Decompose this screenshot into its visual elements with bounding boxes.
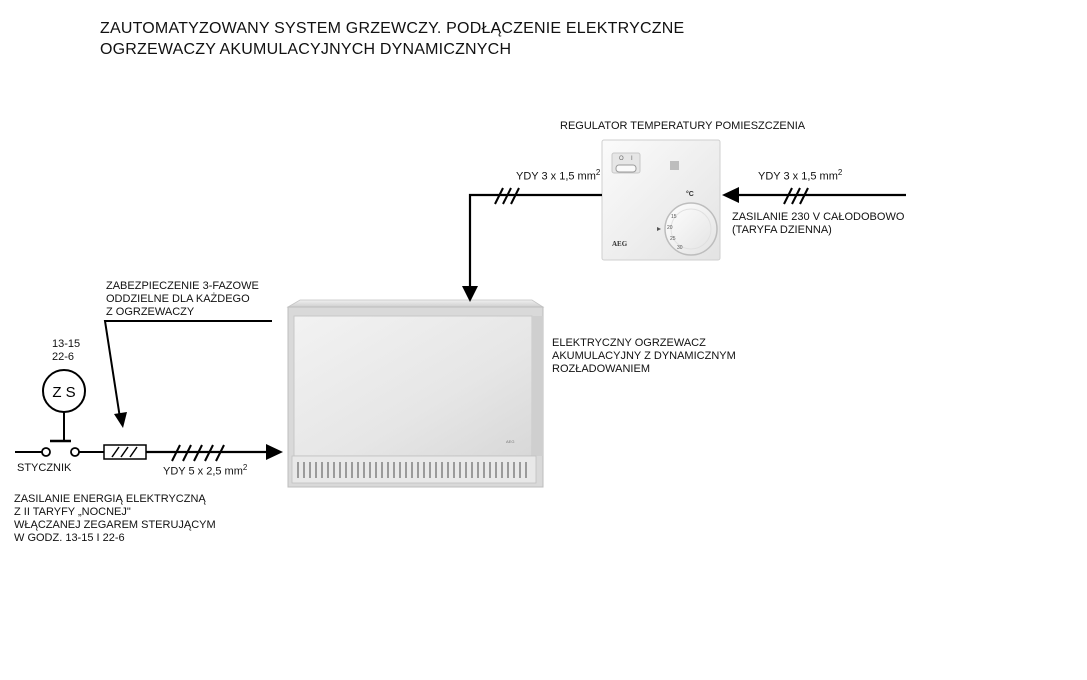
title-line-2: OGRZEWACZY AKUMULACYJNYCH DYNAMICZNYCH bbox=[100, 41, 512, 58]
arrow-to-heater-night-icon bbox=[266, 444, 283, 460]
svg-text:I: I bbox=[631, 156, 633, 162]
day-supply-line-1: ZASILANIE 230 V CAŁODOBOWO bbox=[732, 211, 905, 223]
timer-symbol: Z S bbox=[52, 384, 75, 401]
night-supply-label: ZASILANIE ENERGIĄ ELEKTRYCZNĄ Z II TARYF… bbox=[14, 493, 216, 545]
timer-clock: Z S bbox=[42, 369, 86, 413]
diagram-title: ZAUTOMATYZOWANY SYSTEM GRZEWCZY. PODŁĄCZ… bbox=[100, 18, 684, 60]
room-thermostat: O I 15 20 25 30 °C AEG bbox=[601, 139, 721, 261]
regulator-brand: AEG bbox=[612, 240, 628, 248]
dial-tick-20: 20 bbox=[667, 225, 673, 231]
dial-pointer-icon bbox=[657, 227, 661, 231]
protection-pointer bbox=[103, 320, 272, 419]
dial-tick-15: 15 bbox=[671, 214, 677, 220]
cable-label-text: YDY 3 x 1,5 mm bbox=[516, 170, 596, 183]
timer-time-1: 13-15 bbox=[52, 338, 81, 350]
protection-line-1: ZABEZPIECZENIE 3-FAZOWE bbox=[106, 280, 259, 292]
night-supply-line-2: Z II TARYFY „NOCNEJ" bbox=[14, 506, 131, 518]
title-line-1: ZAUTOMATYZOWANY SYSTEM GRZEWCZY. PODŁĄCZ… bbox=[100, 20, 685, 37]
heater-brand: AEG bbox=[506, 439, 514, 444]
cable-label-regulator-heater: YDY 3 x 1,5 mm2 bbox=[516, 166, 600, 184]
timer-times: 13-15 22-6 bbox=[52, 338, 80, 364]
dial-tick-30: 30 bbox=[677, 245, 683, 251]
heater-label: ELEKTRYCZNY OGRZEWACZ AKUMULACYJNY Z DYN… bbox=[552, 337, 736, 376]
heater-line-2: AKUMULACYJNY Z DYNAMICZNYM bbox=[552, 350, 736, 362]
storage-heater: AEG bbox=[286, 299, 545, 488]
cable-label-sup: 2 bbox=[595, 168, 601, 177]
contactor-label: STYCZNIK bbox=[17, 462, 72, 474]
cable-label-sup: 2 bbox=[837, 168, 843, 177]
day-supply-label: ZASILANIE 230 V CAŁODOBOWO (TARYFA DZIEN… bbox=[732, 211, 904, 237]
dial-tick-25: 25 bbox=[670, 236, 676, 242]
cable-day-supply bbox=[736, 187, 906, 205]
heater-line-3: ROZŁADOWANIEM bbox=[552, 363, 650, 375]
cable-label-text: YDY 3 x 1,5 mm bbox=[758, 170, 838, 183]
arrow-to-fuse-icon bbox=[114, 412, 127, 428]
heater-grille bbox=[297, 462, 527, 478]
cable-night-supply bbox=[15, 444, 268, 462]
arrow-to-regulator-icon bbox=[722, 187, 739, 203]
temperature-dial bbox=[664, 202, 718, 256]
night-supply-line-1: ZASILANIE ENERGIĄ ELEKTRYCZNĄ bbox=[14, 493, 206, 505]
fuse-symbol bbox=[103, 444, 147, 460]
protection-line-3: Z OGRZEWACZY bbox=[106, 306, 195, 318]
night-supply-line-4: W GODZ. 13-15 I 22-6 bbox=[14, 532, 125, 544]
switch-toggle-icon bbox=[615, 164, 637, 173]
celsius-mark: °C bbox=[686, 190, 694, 198]
indicator-icon bbox=[670, 161, 679, 170]
day-supply-line-2: (TARYFA DZIENNA) bbox=[732, 224, 832, 236]
cable-label-text: YDY 5 x 2,5 mm bbox=[163, 465, 243, 478]
svg-text:O: O bbox=[619, 156, 624, 162]
arrow-to-heater-icon bbox=[462, 286, 478, 302]
cable-label-day-supply: YDY 3 x 1,5 mm2 bbox=[758, 166, 842, 184]
night-supply-line-3: WŁĄCZANEJ ZEGAREM STERUJĄCYM bbox=[14, 519, 216, 531]
timer-time-2: 22-6 bbox=[52, 351, 75, 363]
protection-line-2: ODDZIELNE DLA KAŻDEGO bbox=[106, 293, 250, 305]
cable-label-sup: 2 bbox=[242, 463, 248, 472]
cable-regulator-to-heater bbox=[468, 187, 602, 290]
protection-label: ZABEZPIECZENIE 3-FAZOWE ODDZIELNE DLA KA… bbox=[106, 280, 259, 319]
cable-label-night-supply: YDY 5 x 2,5 mm2 bbox=[163, 461, 247, 479]
heater-line-1: ELEKTRYCZNY OGRZEWACZ bbox=[552, 337, 706, 349]
regulator-label: REGULATOR TEMPERATURY POMIESZCZENIA bbox=[560, 120, 806, 132]
contactor-symbol bbox=[41, 411, 80, 457]
